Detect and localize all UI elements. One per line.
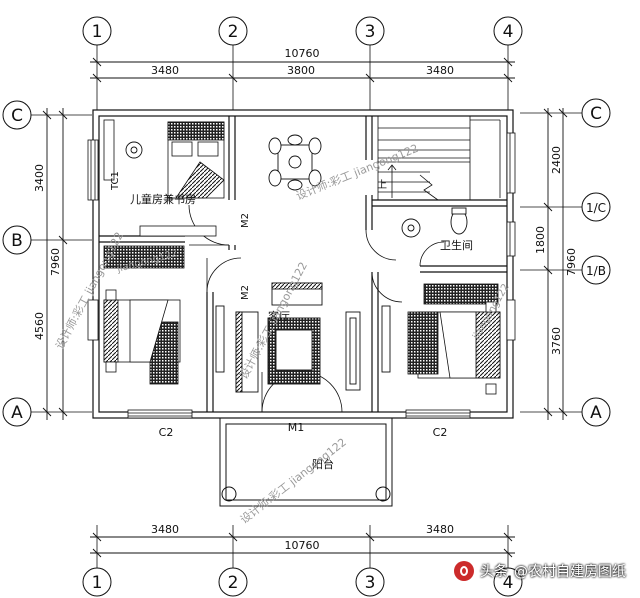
dim-right-upper: 2400 [550,146,563,174]
interior-walls [99,116,507,412]
dining-table [268,134,322,191]
staircase [377,116,501,201]
child-desk [103,119,217,237]
axis-label-left-a: A [11,403,23,423]
axis-bubbles-top [82,16,523,46]
window-label-c2-right: C2 [433,426,448,439]
axis-label-bottom-2: 2 [228,573,239,593]
child-bed [167,121,225,199]
room-label-bathroom: 卫生间 [440,238,473,252]
axis-label-bottom-3: 3 [365,573,376,593]
dim-top-seg3: 3480 [426,64,454,77]
dim-right-middle: 1800 [534,226,547,254]
room-label-balcony: 阳台 [312,457,334,471]
dimension-lines [42,57,568,558]
axis-label-bottom-1: 1 [92,573,103,593]
axis-bubbles-left [2,100,32,427]
dim-right-total: 7960 [565,248,578,276]
dim-left-lower: 4560 [33,312,46,340]
toutiao-logo-icon [454,561,474,581]
dim-left-total: 7960 [49,248,62,276]
room-label-child-study: 儿童房兼书房 [130,192,196,206]
windows [87,132,516,419]
credit-account: @农村自建房图纸 [514,564,626,580]
axis-label-top-4: 4 [503,22,514,42]
dim-top-total: 10760 [285,47,320,60]
axis-label-bottom-4: 4 [503,573,514,593]
right-bedroom-furniture [407,283,501,395]
watermark-bottom: 设计师:彩工 jiangong122 [238,436,349,527]
axis-label-right-1c: 1/C [586,201,606,215]
axis-label-right-a: A [590,403,602,423]
stair-up-label: 上 [377,179,387,191]
dim-bottom-seg1: 3480 [151,523,179,536]
dim-top-seg2: 3800 [287,64,315,77]
left-bedroom-furniture [103,245,185,385]
dim-bottom-seg3: 3480 [426,523,454,536]
axis-label-left-b: B [11,231,23,251]
living-furniture [215,282,391,393]
axis-label-left-c: C [11,106,23,126]
source-credit: 头条 @农村自建房图纸 [454,558,626,584]
dim-top-seg1: 3480 [151,64,179,77]
door-label-m2-b: M2 [240,285,251,300]
dim-left-upper: 3400 [33,164,46,192]
door-label-m1: M1 [288,421,305,434]
child-chair [125,141,143,159]
room-label-living: 客厅 [268,309,290,323]
dim-bottom-total: 10760 [285,539,320,552]
axis-bubbles-right [581,98,611,427]
bathroom-fixtures [401,207,468,238]
axis-label-top-1: 1 [92,22,103,42]
dim-right-lower: 3760 [550,327,563,355]
axis-label-right-1b: 1/B [586,264,606,278]
axis-label-top-3: 3 [365,22,376,42]
window-label-c2-left: C2 [159,426,174,439]
axis-label-right-c: C [590,104,602,124]
door-label-m2-a: M2 [240,213,251,228]
door-swings [188,204,445,413]
credit-prefix: 头条 [480,564,508,580]
axis-label-top-2: 2 [228,22,239,42]
balcony-outline [214,417,398,507]
window-label-tc1: TC1 [110,171,121,191]
